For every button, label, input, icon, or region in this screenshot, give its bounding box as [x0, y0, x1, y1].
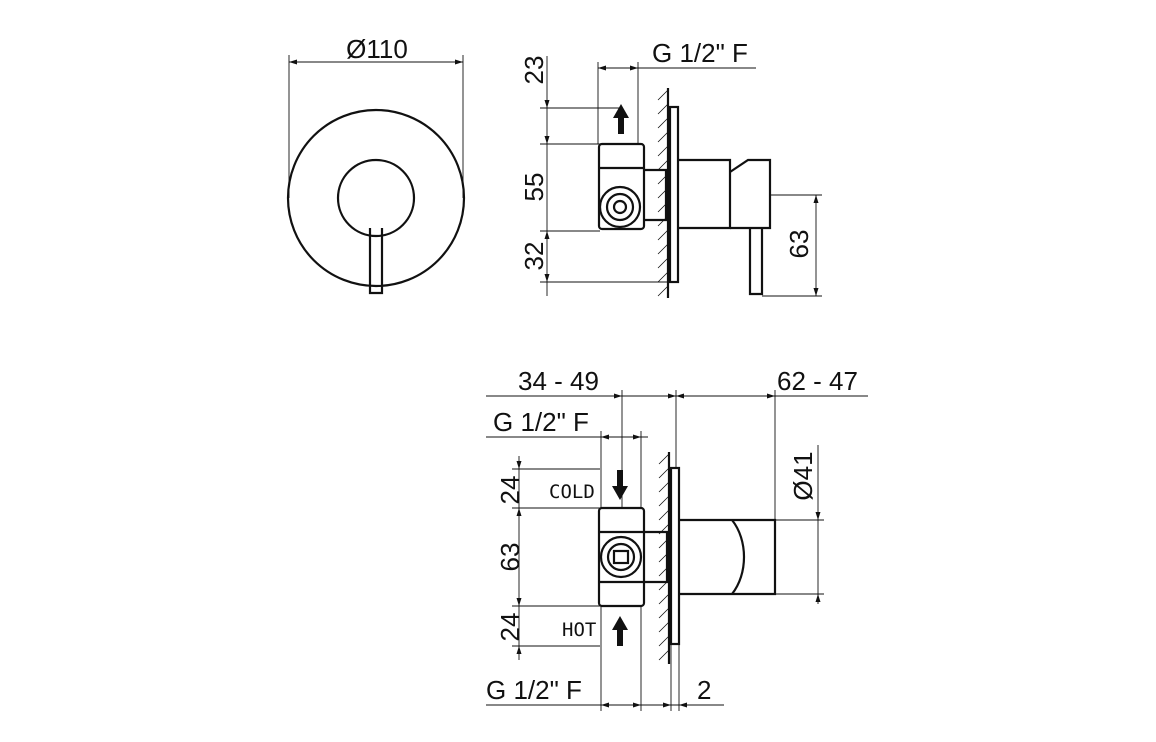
side-view-single: G 1/2" F 23 55 32 63: [519, 38, 822, 298]
arrowhead: [815, 594, 821, 602]
cover-plate-circle: [286, 108, 466, 288]
front-diameter-label: Ø110: [346, 34, 408, 64]
dim-lever-label: 63: [784, 230, 814, 259]
arrowhead: [676, 393, 684, 399]
arrowhead: [813, 195, 819, 203]
thread-label: G 1/2" F: [652, 38, 748, 68]
depth-left-label: 34 - 49: [518, 366, 599, 396]
arrowhead: [679, 702, 687, 708]
arrowhead: [544, 100, 550, 108]
arrowhead: [630, 65, 638, 71]
arrowhead: [668, 393, 676, 399]
inlet-fitting-core: [612, 549, 630, 565]
handle-face-curve: [731, 519, 746, 595]
cold-label: COLD: [549, 481, 595, 503]
depth-right-label: 62 - 47: [777, 366, 858, 396]
arrowhead: [663, 702, 671, 708]
thread-bottom-label: G 1/2" F: [486, 675, 582, 705]
arrowhead: [516, 508, 522, 516]
arrowhead: [767, 393, 775, 399]
arrowhead: [614, 393, 622, 399]
hot-arrow-up-icon: [612, 616, 628, 646]
cover-plate: [669, 466, 681, 646]
arrowhead: [289, 59, 297, 65]
arrowhead: [633, 434, 641, 440]
cover-plate: [668, 105, 680, 284]
arrowhead: [815, 512, 821, 520]
inlet-fitting-inner: [605, 192, 635, 222]
valve-stem: [644, 168, 668, 222]
valve-body: [597, 142, 646, 231]
flow-arrow-up-icon: [613, 104, 629, 134]
arrowhead: [601, 434, 609, 440]
cold-arrow-down-icon: [612, 470, 628, 500]
arrowhead: [516, 461, 522, 469]
inlet-fitting: [599, 535, 643, 579]
arrowhead: [633, 702, 641, 708]
thread-top-label: G 1/2" F: [493, 407, 589, 437]
dim-middle-label: 63: [495, 543, 525, 572]
valve-stem: [644, 530, 669, 584]
dim-bottom-label: 32: [519, 242, 549, 271]
arrowhead: [455, 59, 463, 65]
arrowhead: [516, 646, 522, 654]
handle-diameter-label: Ø41: [788, 451, 818, 500]
side-view-dual: COLD HOT 34 - 49 62 - 47 G 1/2" F G 1/2"…: [486, 366, 868, 711]
dim-top-label: 23: [519, 56, 549, 85]
handle-hub-circle: [336, 158, 416, 238]
handle-head: [729, 158, 772, 230]
arrowhead: [516, 598, 522, 606]
inlet-fitting-core: [612, 199, 628, 215]
inlet-fitting-inner: [606, 542, 636, 572]
hot-label: HOT: [562, 619, 596, 641]
arrowhead: [544, 136, 550, 144]
valve-body: [597, 506, 646, 608]
arrowhead: [813, 288, 819, 296]
arrowhead: [544, 274, 550, 282]
arrowhead: [544, 231, 550, 239]
arrowhead: [598, 65, 606, 71]
arrowhead: [601, 702, 609, 708]
dim-bottom-label: 24: [495, 613, 525, 642]
inlet-fitting: [598, 185, 642, 229]
handle-body: [678, 158, 732, 230]
handle-body: [679, 518, 777, 596]
wall-hatching: [658, 453, 670, 661]
handle-lever: [748, 228, 764, 296]
front-view: Ø110: [286, 34, 466, 295]
dim-middle-label: 55: [519, 173, 549, 202]
dim-top-label: 24: [495, 476, 525, 505]
plate-thickness-label: 2: [697, 675, 711, 705]
handle-lever: [368, 228, 384, 295]
